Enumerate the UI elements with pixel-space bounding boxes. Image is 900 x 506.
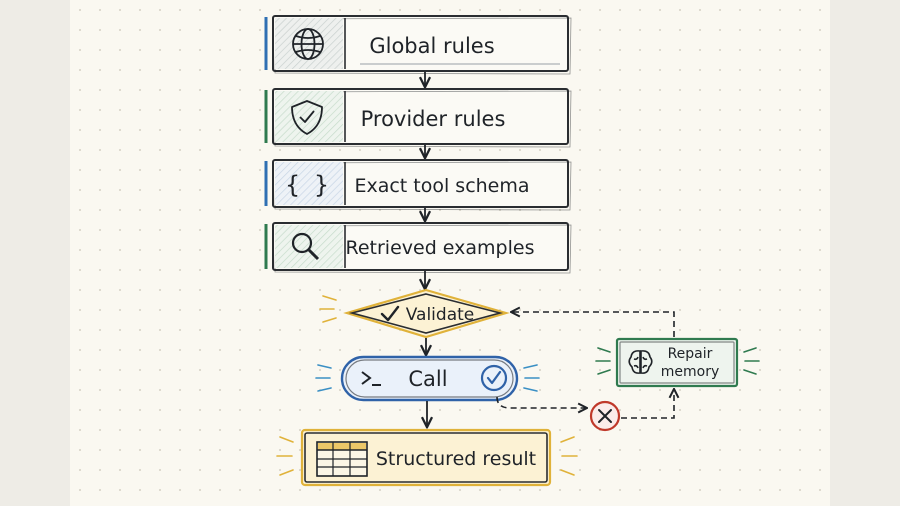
brain-icon <box>628 350 653 374</box>
failure-path <box>496 312 675 419</box>
table-icon <box>316 441 368 477</box>
step-exact-tool-schema: { } Exact tool schema <box>264 159 572 211</box>
braces-icon: { } <box>285 171 328 199</box>
repair-memory: Repair memory <box>595 337 760 388</box>
step-global-rules: Global rules <box>264 15 572 75</box>
call-step: Call <box>315 355 540 402</box>
validate-decision: Validate <box>319 288 510 339</box>
globe-icon <box>292 28 324 60</box>
step-label: Global rules <box>369 34 494 58</box>
check-circle-icon <box>480 364 508 392</box>
repair-label-line1: Repair <box>668 346 713 362</box>
error-to-repair-connector <box>621 390 674 419</box>
magnifier-icon <box>291 232 320 261</box>
diagram-canvas: Global rules Provider rules { } Exact to… <box>70 0 830 506</box>
call-label: Call <box>408 367 447 391</box>
checkmark-icon <box>380 305 400 322</box>
step-label: Exact tool schema <box>354 175 529 197</box>
call-to-error-connector <box>496 396 586 408</box>
step-retrieved-examples: Retrieved examples <box>264 222 572 274</box>
x-circle-icon <box>589 400 621 432</box>
step-provider-rules: Provider rules <box>264 88 572 148</box>
shield-check-icon <box>291 100 323 135</box>
repair-label-line2: memory <box>661 364 720 380</box>
result-label: Structured result <box>376 448 536 470</box>
step-label: Provider rules <box>361 107 506 131</box>
structured-result: Structured result <box>276 428 578 487</box>
flow-diagram: Global rules Provider rules { } Exact to… <box>264 15 760 487</box>
validate-label: Validate <box>406 305 475 325</box>
terminal-prompt-icon <box>361 371 381 386</box>
repair-to-validate-connector <box>512 312 675 337</box>
step-label: Retrieved examples <box>346 237 535 259</box>
